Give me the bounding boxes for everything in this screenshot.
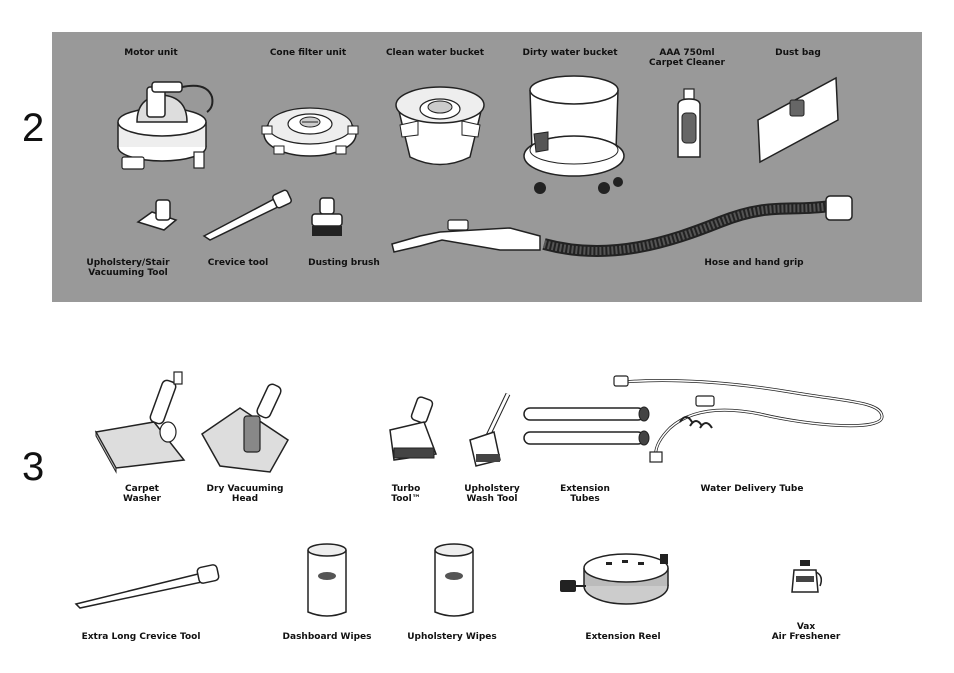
extension-reel-illustration [560, 553, 669, 605]
air-freshener-illustration [791, 560, 823, 593]
step-number-2: 2 [22, 106, 45, 150]
upholstery-wash-tool-illustration [469, 392, 511, 467]
label-motor-unit: Motor unit [124, 48, 178, 58]
step-number-3: 3 [22, 445, 45, 489]
label-upholstery-wash-tool: Upholstery Wash Tool [464, 484, 520, 504]
upholstery-wipes-illustration [434, 543, 474, 617]
label-dirty-bucket: Dirty water bucket [522, 48, 618, 58]
upholstery-stair-tool-illustration [136, 199, 178, 231]
label-dry-vacuuming-head: Dry Vacuuming Head [206, 484, 284, 504]
label-upholstery-wipes: Upholstery Wipes [407, 632, 497, 642]
water-delivery-tube-illustration [613, 375, 884, 463]
dust-bag-illustration [757, 76, 839, 164]
crevice-tool-illustration [202, 189, 292, 241]
carpet-washer-illustration [94, 371, 186, 474]
cone-filter-illustration [261, 107, 359, 157]
label-extra-long-crevice-tool: Extra Long Crevice Tool [81, 632, 201, 642]
clean-bucket-illustration [395, 86, 485, 166]
motor-unit-illustration [117, 81, 214, 170]
label-extension-tubes: Extension Tubes [560, 484, 610, 504]
label-dusting-brush: Dusting brush [308, 258, 380, 268]
label-hose: Hose and hand grip [704, 258, 804, 268]
extra-long-crevice-tool-illustration [74, 564, 220, 609]
label-water-delivery-tube: Water Delivery Tube [700, 484, 804, 494]
turbo-tool-illustration [389, 396, 438, 461]
label-carpet-washer: Carpet Washer [123, 484, 161, 504]
label-carpet-cleaner: AAA 750ml Carpet Cleaner [649, 48, 725, 68]
label-dust-bag: Dust bag [775, 48, 821, 58]
section-2-panel: Motor unit Cone filter unit Clean water … [52, 32, 922, 302]
dusting-brush-illustration [311, 197, 343, 236]
hose-illustration [391, 195, 853, 258]
dry-vacuuming-head-illustration [201, 383, 289, 473]
dashboard-wipes-illustration [307, 543, 347, 617]
label-turbo-tool: Turbo Tool™ [391, 484, 421, 504]
extension-tubes-illustration [523, 406, 650, 446]
label-dashboard-wipes: Dashboard Wipes [282, 632, 372, 642]
label-air-freshener: Vax Air Freshener [771, 622, 841, 642]
dirty-bucket-illustration [523, 75, 625, 194]
label-crevice-tool: Crevice tool [207, 258, 269, 268]
label-cone-filter: Cone filter unit [269, 48, 347, 58]
carpet-cleaner-bottle-illustration [677, 88, 701, 158]
label-extension-reel: Extension Reel [585, 632, 661, 642]
label-clean-bucket: Clean water bucket [385, 48, 485, 58]
label-upholstery-stair: Upholstery/Stair Vacuuming Tool [86, 258, 170, 278]
